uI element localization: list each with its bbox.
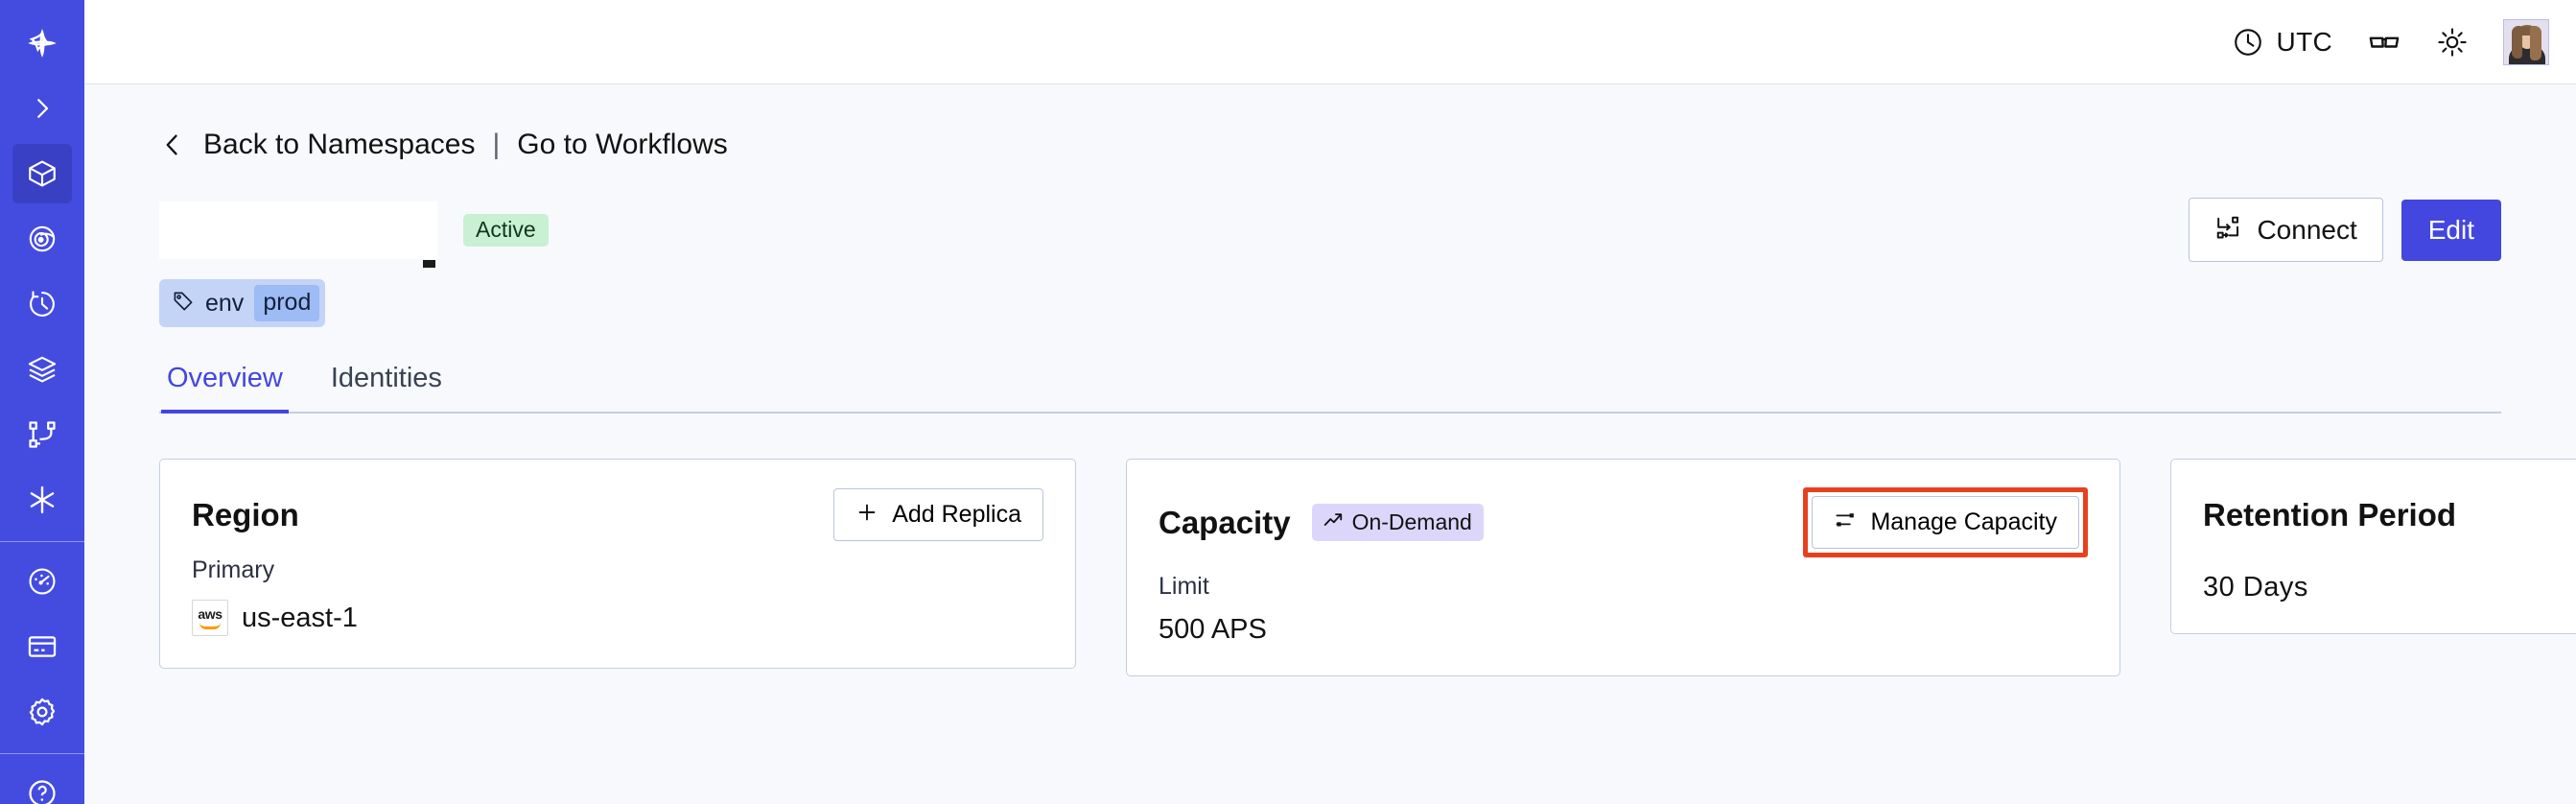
main-area: UTC <box>84 0 2576 804</box>
breadcrumb-workflows-link[interactable]: Go to Workflows <box>517 129 728 160</box>
edit-button[interactable]: Edit <box>2400 199 2501 261</box>
tag-value: prod <box>254 285 320 321</box>
tag-icon <box>172 290 195 318</box>
namespace-header: Active Connect <box>159 198 2501 268</box>
tab-identities[interactable]: Identities <box>330 363 442 393</box>
sidebar-item-settings[interactable] <box>12 682 72 742</box>
sidebar-item-schedules[interactable] <box>12 274 72 334</box>
tag-key: env <box>205 289 245 317</box>
clock-icon <box>2232 26 2264 59</box>
page-content: Back to Namespaces | Go to Workflows Act… <box>84 84 2576 804</box>
aws-smile-icon <box>199 623 221 629</box>
manage-capacity-button[interactable]: Manage Capacity <box>1812 496 2079 549</box>
tab-bar: Overview Identities <box>159 363 2501 414</box>
on-demand-badge-label: On-Demand <box>1351 508 1472 534</box>
region-card-action: Add Replica <box>833 487 1043 541</box>
credit-card-icon <box>26 630 59 663</box>
asterisk-icon <box>25 483 59 517</box>
user-avatar[interactable] <box>2503 18 2549 65</box>
sidebar-divider-2 <box>0 753 84 754</box>
timezone-selector[interactable]: UTC <box>2232 26 2332 59</box>
on-demand-badge: On-Demand <box>1311 504 1484 541</box>
manage-capacity-label: Manage Capacity <box>1870 508 2057 535</box>
tab-overview[interactable]: Overview <box>161 363 289 414</box>
sidebar-item-billing[interactable] <box>12 617 72 676</box>
layers-icon <box>26 353 59 386</box>
region-value-label: us-east-1 <box>242 602 358 633</box>
region-card-title: Region <box>192 496 299 532</box>
sidebar-item-stack[interactable] <box>12 340 72 399</box>
chevron-left-icon[interactable] <box>159 131 186 158</box>
retention-card-header: Retention Period <box>2203 487 2574 541</box>
sidebar-item-help[interactable] <box>12 764 72 804</box>
capacity-card-header: Capacity On-Demand <box>1159 487 2088 557</box>
sidebar-item-namespaces[interactable] <box>12 144 72 203</box>
retention-card: Retention Period 30 Days <box>2170 459 2576 634</box>
status-badge: Active <box>463 213 549 247</box>
edit-button-label: Edit <box>2427 214 2474 245</box>
temporal-star-icon <box>25 26 59 60</box>
plus-icon <box>855 501 878 529</box>
trending-up-icon <box>1323 509 1344 534</box>
sidebar-item-observability[interactable] <box>12 209 72 269</box>
tag-row: env prod <box>159 279 2501 327</box>
capacity-card: Capacity On-Demand <box>1126 459 2120 676</box>
sidebar-item-integrations[interactable] <box>12 470 72 530</box>
glasses-icon[interactable] <box>2367 25 2401 59</box>
header-actions: Connect Edit <box>2189 198 2501 262</box>
workflow-tree-icon <box>26 418 59 451</box>
eye-spiral-icon <box>26 223 59 255</box>
timezone-label: UTC <box>2276 26 2332 57</box>
capacity-limit-label: Limit <box>1159 573 1209 600</box>
connect-button[interactable]: Connect <box>2189 198 2383 262</box>
capacity-card-title: Capacity <box>1159 505 1291 540</box>
manage-capacity-highlight: Manage Capacity <box>1803 487 2088 557</box>
region-primary-value: aws us-east-1 <box>192 600 1043 636</box>
sidebar-item-usage[interactable] <box>12 552 72 611</box>
gear-icon <box>26 696 59 728</box>
retention-card-title: Retention Period <box>2203 496 2457 532</box>
retention-value: 30 Days <box>2203 572 2308 603</box>
aws-logo-text: aws <box>198 605 222 622</box>
capacity-limit-value: 500 APS <box>1159 614 1267 645</box>
gauge-icon <box>26 565 59 598</box>
namespace-title-redacted <box>159 201 437 268</box>
namespace-tag[interactable]: env prod <box>159 279 326 327</box>
sidebar-divider-1 <box>0 541 84 542</box>
add-replica-label: Add Replica <box>892 500 1021 528</box>
aws-logo: aws <box>192 600 228 636</box>
topbar: UTC <box>84 0 2576 84</box>
overview-cards: Region Add Replica Primary <box>159 459 2576 676</box>
breadcrumb-separator: | <box>492 129 501 160</box>
chevron-right-icon <box>28 94 57 123</box>
region-card-header: Region Add Replica <box>192 487 1043 541</box>
capacity-card-action: Manage Capacity <box>1803 487 2088 557</box>
connect-button-label: Connect <box>2257 214 2357 245</box>
add-replica-button[interactable]: Add Replica <box>833 487 1043 541</box>
sliders-icon <box>1834 508 1857 536</box>
sidebar-item-logo[interactable] <box>12 13 72 73</box>
sidebar-item-workflows[interactable] <box>12 405 72 464</box>
sun-icon[interactable] <box>2436 26 2469 59</box>
region-card: Region Add Replica Primary <box>159 459 1076 669</box>
connect-flow-icon <box>2214 214 2241 246</box>
region-primary-label: Primary <box>192 556 275 583</box>
sidebar-expand-button[interactable] <box>12 79 72 138</box>
help-circle-icon <box>26 777 59 804</box>
cube-icon <box>26 157 59 190</box>
breadcrumb: Back to Namespaces | Go to Workflows <box>159 129 2501 161</box>
timer-icon <box>26 288 59 320</box>
breadcrumb-back-link[interactable]: Back to Namespaces <box>203 129 476 160</box>
sidebar <box>0 0 84 804</box>
